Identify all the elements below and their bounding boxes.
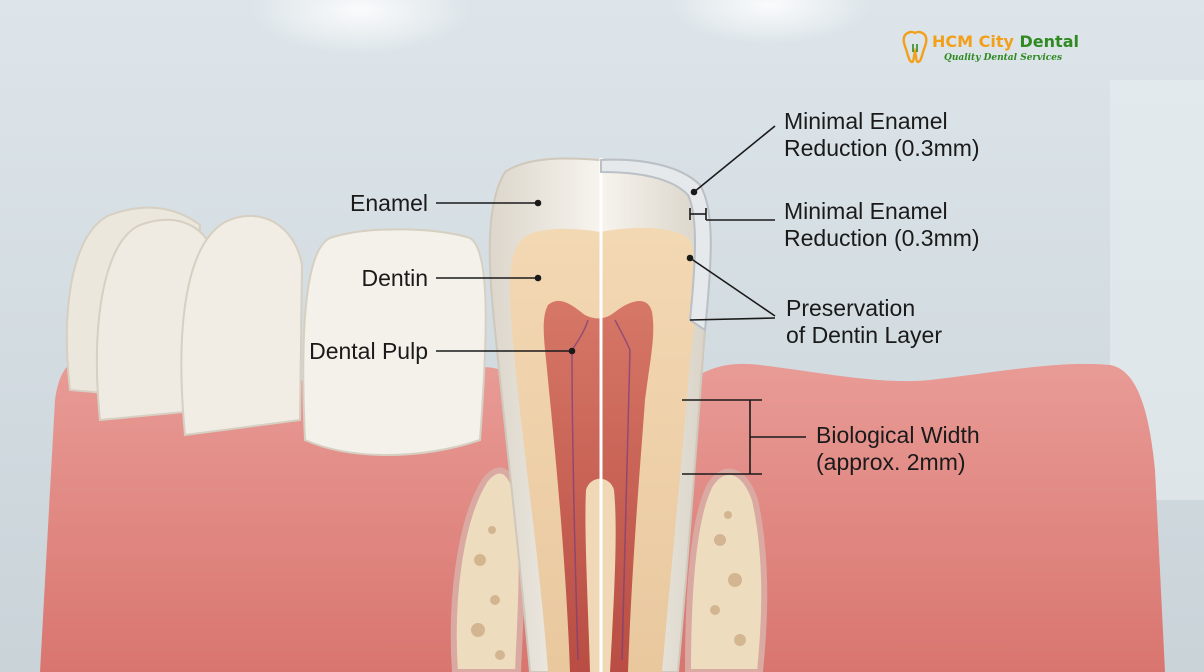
leader-lines [436, 125, 806, 475]
label-preservation-dentin: Preservation of Dentin Layer [786, 295, 942, 348]
veneer-layer [600, 158, 712, 332]
label-enamel: Enamel [350, 190, 428, 216]
reduction-a-leader [693, 125, 776, 193]
background-light [670, 0, 870, 45]
brand-tagline: Quality Dental Services [944, 53, 1063, 63]
bone-texture [471, 511, 746, 660]
preservation-leader-b [689, 317, 776, 321]
brand-logo: HCM City Dental Quality Dental Services [902, 30, 1082, 70]
background-light [250, 0, 470, 55]
premolar [180, 215, 304, 437]
pulp-vessels [571, 319, 631, 661]
tooth-logo-icon [902, 30, 928, 64]
label-dental-pulp: Dental Pulp [309, 338, 428, 364]
label-minimal-enamel-reduction-a: Minimal Enamel Reduction (0.3mm) [784, 108, 980, 161]
label-dentin: Dentin [361, 265, 428, 291]
jaw-bone-left [450, 467, 525, 672]
label-minimal-enamel-reduction-b: Minimal Enamel Reduction (0.3mm) [784, 198, 980, 251]
brand-name: HCM City Dental [932, 32, 1079, 51]
preservation-leader-a [689, 257, 776, 317]
label-biological-width: Biological Width (approx. 2mm) [816, 422, 980, 475]
front-tooth [302, 228, 487, 456]
